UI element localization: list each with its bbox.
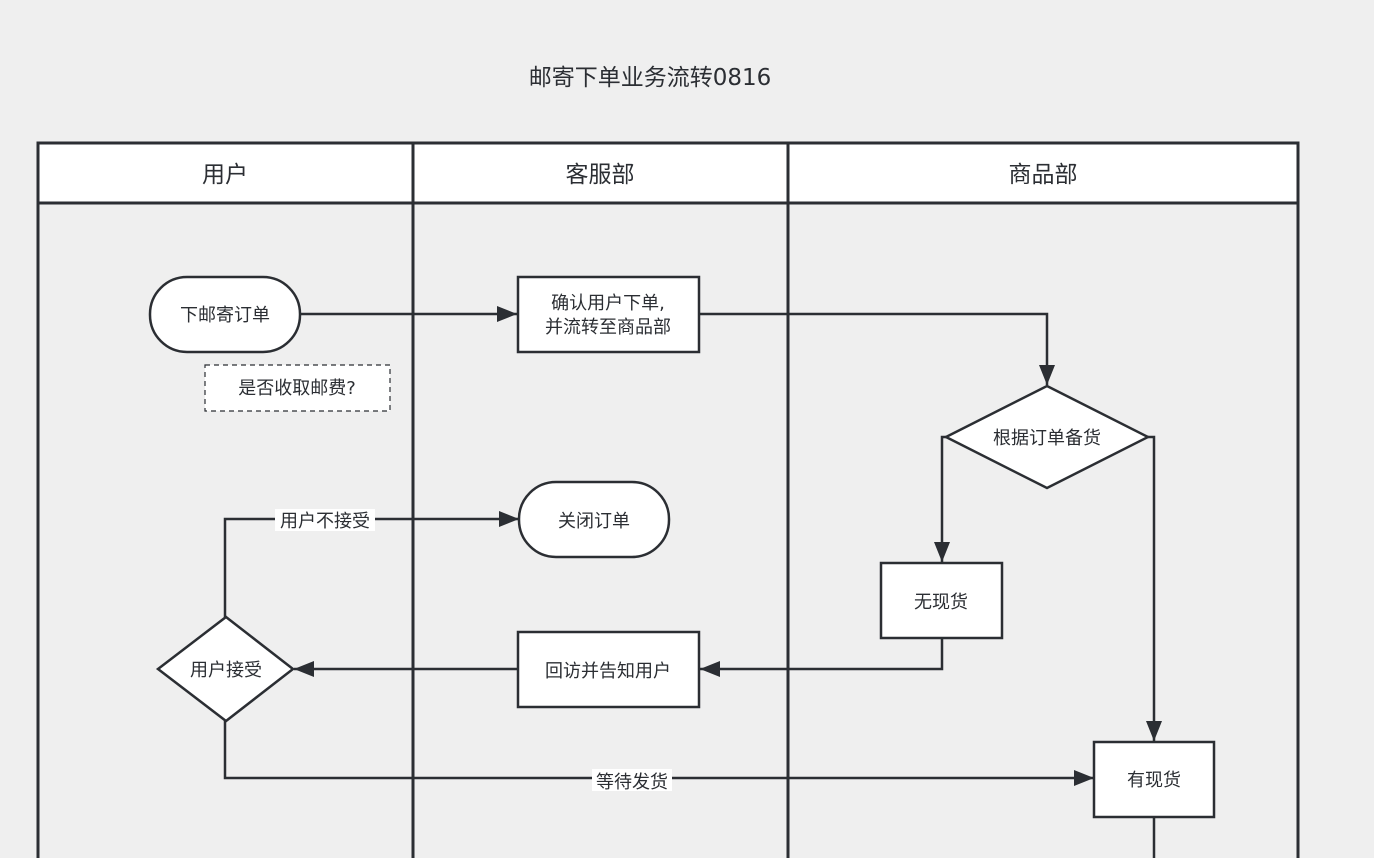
node-close-order[interactable]: 关闭订单 [517, 480, 671, 559]
node-out-of-stock[interactable]: 无现货 [879, 561, 1004, 640]
decision-shape [943, 384, 1151, 490]
lane-header-user: 用户 [202, 162, 248, 188]
nodes: 下邮寄订单 是否收取邮费? 确认用户下单, 并流转至商品部 根据订单备货 关闭订… [148, 275, 1216, 819]
node-confirm-order[interactable]: 确认用户下单, 并流转至商品部 [516, 275, 701, 354]
lane-header-bar [36, 141, 1300, 205]
node-callback-notify[interactable]: 回访并告知用户 [516, 630, 701, 709]
swimlane-pool: 用户 客服部 商品部 [36, 141, 1300, 858]
lane-header-service: 客服部 [566, 162, 635, 188]
decision-shape [155, 615, 296, 723]
edge-accept-to-close [223, 511, 519, 617]
node-postage-note[interactable]: 是否收取邮费? [204, 364, 391, 412]
node-label: 根据订单备货 [993, 428, 1101, 449]
edge-label-not-accept: 用户不接受 [280, 511, 370, 532]
dashed-note-shape [204, 364, 391, 412]
diagram-title: 邮寄下单业务流转0816 [529, 65, 772, 91]
terminator-shape [148, 275, 302, 354]
process-shape [516, 275, 701, 354]
pool-border [36, 141, 1300, 858]
edge-out-of-stock-to-callback [700, 638, 944, 677]
edge-labels: 用户不接受 等待发货 [275, 509, 672, 793]
edge-confirm-to-prepare [700, 312, 1055, 385]
edge-label-wait-ship: 等待发货 [596, 772, 668, 793]
node-label: 关闭订单 [558, 511, 630, 532]
edge-accept-to-in-stock [223, 721, 1094, 786]
node-in-stock[interactable]: 有现货 [1092, 740, 1216, 819]
node-label: 用户接受 [190, 660, 262, 681]
node-user-accept[interactable]: 用户接受 [155, 615, 296, 723]
node-label: 回访并告知用户 [545, 661, 671, 682]
terminator-shape [517, 480, 671, 559]
node-prepare-goods[interactable]: 根据订单备货 [943, 384, 1151, 490]
node-label: 是否收取邮费? [238, 378, 356, 399]
process-shape [879, 561, 1004, 640]
node-place-order[interactable]: 下邮寄订单 [148, 275, 302, 354]
process-shape [516, 630, 701, 709]
process-shape [1092, 740, 1216, 819]
edges [223, 306, 1162, 858]
node-label: 下邮寄订单 [180, 305, 270, 326]
wait-ship-label-bg [592, 769, 672, 791]
node-label-line2: 并流转至商品部 [545, 317, 671, 338]
node-label-line1: 确认用户下单, [551, 293, 665, 314]
not-accept-label-bg [275, 509, 375, 531]
node-label: 有现货 [1127, 770, 1181, 791]
lane-header-goods: 商品部 [1009, 162, 1078, 188]
node-label: 无现货 [914, 592, 968, 613]
